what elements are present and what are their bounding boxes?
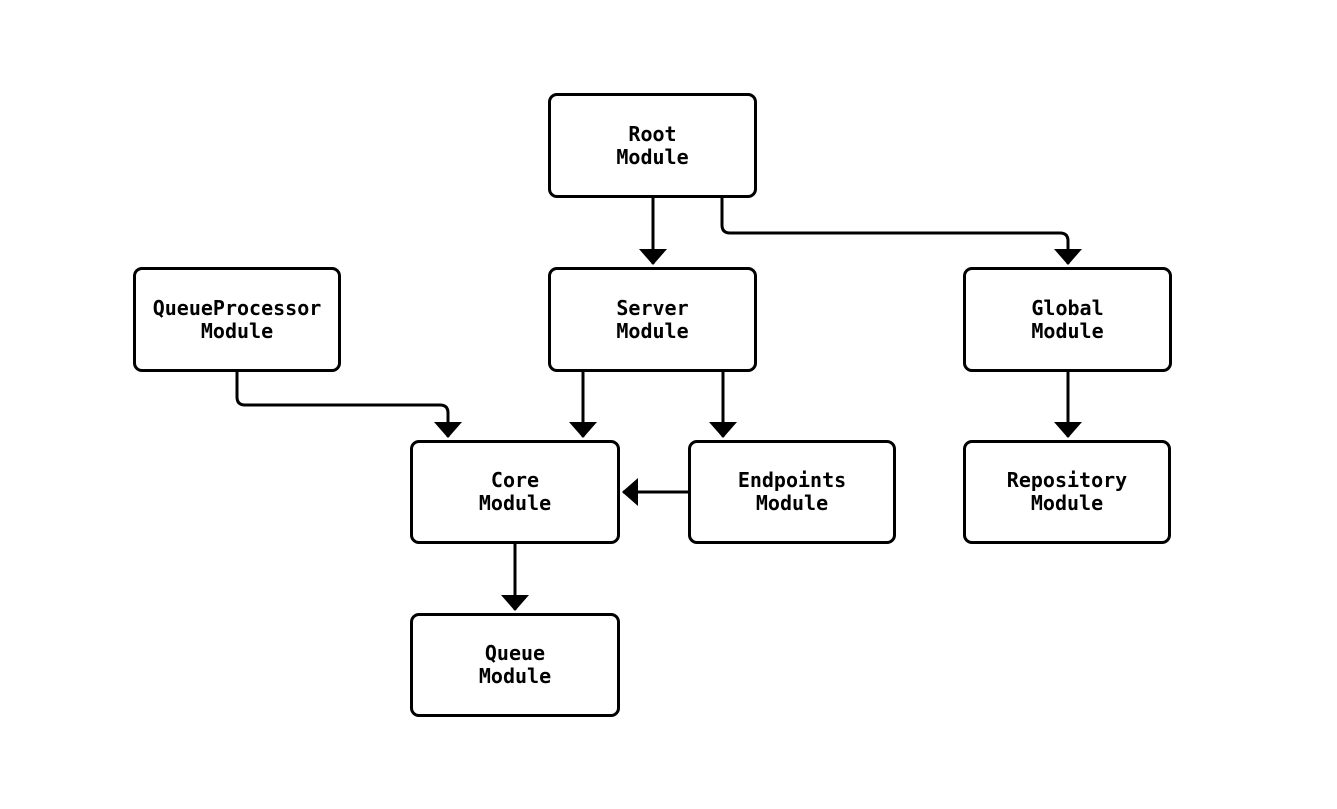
node-label-line: Module <box>755 491 829 515</box>
node-label-line: Module <box>1031 318 1104 343</box>
node-label-line: Server <box>616 295 689 320</box>
node-global-module: Global Module <box>963 267 1172 372</box>
node-label-line: Core <box>490 468 540 492</box>
node-label-line: Global <box>1031 295 1104 320</box>
node-label-line: Module <box>616 144 689 169</box>
node-queue-module: Queue Module <box>410 613 620 717</box>
node-label-line: Queue <box>484 641 546 665</box>
node-label-line: Module <box>478 491 552 515</box>
node-label-line: QueueProcessor <box>152 295 322 320</box>
node-label-line: Root <box>628 121 677 146</box>
node-repository-module: Repository Module <box>963 440 1171 544</box>
node-label-line: Module <box>478 664 552 688</box>
node-endpoints-module: Endpoints Module <box>688 440 896 544</box>
node-label-line: Module <box>1030 491 1104 515</box>
node-label-line: Endpoints <box>737 468 847 492</box>
edge-queueprocessor-to-core <box>235 372 462 438</box>
node-server-module: Server Module <box>548 267 757 372</box>
node-queue-processor-module: QueueProcessor Module <box>133 267 341 372</box>
edge-root-to-global <box>720 198 1082 265</box>
node-root-module: Root Module <box>548 93 757 198</box>
node-label-line: Module <box>616 318 689 343</box>
node-label-line: Module <box>200 318 274 343</box>
node-label-line: Repository <box>1006 468 1128 492</box>
node-core-module: Core Module <box>410 440 620 544</box>
